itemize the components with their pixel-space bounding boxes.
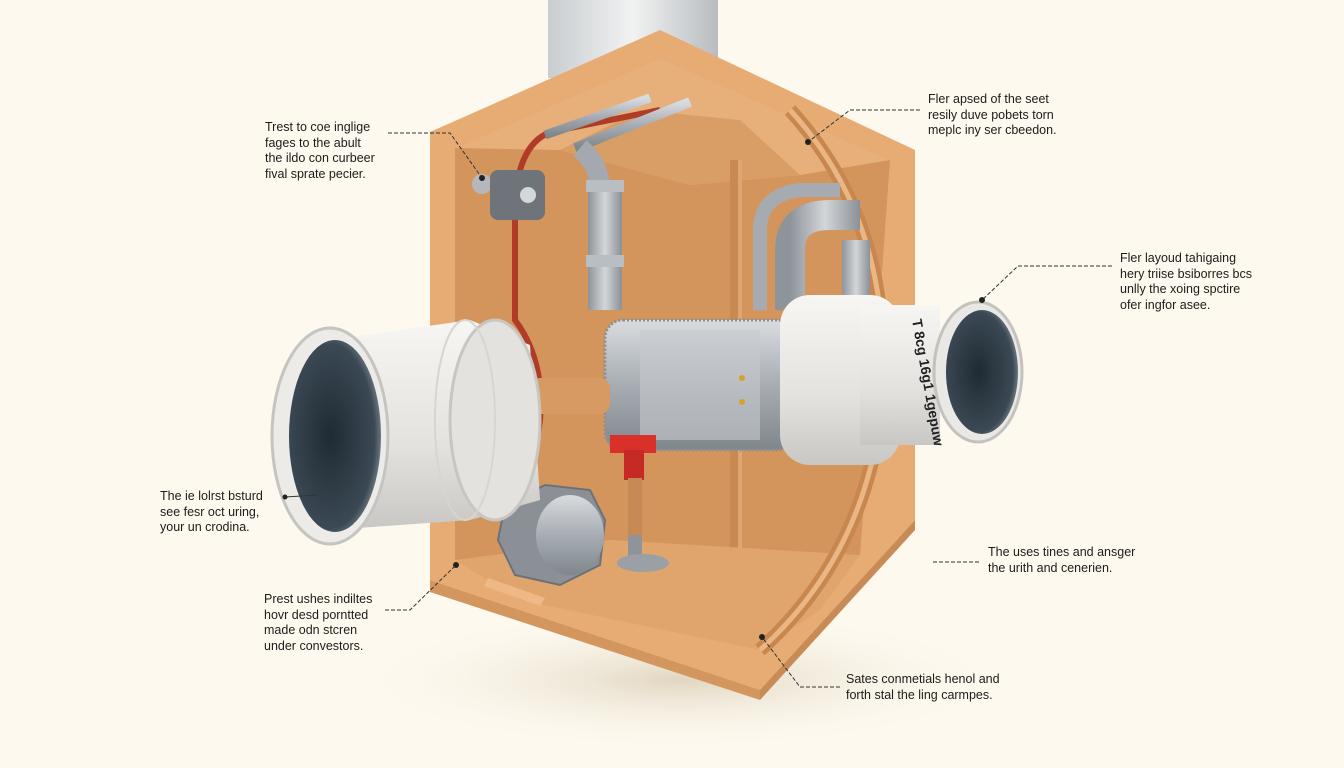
annotation-mid-left: The ie lolrst bsturd see fesr oct uring,… <box>160 489 263 534</box>
floor-shadow <box>350 610 1010 750</box>
annotation-bottom-right-1: The uses tines and ansger the urith and … <box>988 545 1136 575</box>
junction-box <box>472 170 545 220</box>
annotation-bottom-left: Prest ushes indiltes hovr desd porntted … <box>264 592 373 653</box>
annotation-top-left: Trest to coe inglige fages to the abult … <box>265 120 375 181</box>
fan-motor <box>496 483 607 587</box>
annotation-mid-right: Fler layoud tahigaing hery triise bsibor… <box>1120 251 1252 312</box>
connector-pipe <box>530 378 610 414</box>
red-valve <box>610 435 669 572</box>
right-outlet-duct: T 8cg 16g1 1gepuw <box>780 295 1024 465</box>
annotation-top-right: Fler apsed of the seet resily duve pobet… <box>928 92 1057 137</box>
central-pipe <box>603 318 797 452</box>
ceiling-pipes <box>543 93 692 310</box>
left-inlet-duct <box>270 318 542 546</box>
annotation-bottom-right-2: Sates conmetials henol and forth stal th… <box>846 672 1000 702</box>
leader-lines <box>284 109 1112 688</box>
leader-dots <box>282 139 985 640</box>
